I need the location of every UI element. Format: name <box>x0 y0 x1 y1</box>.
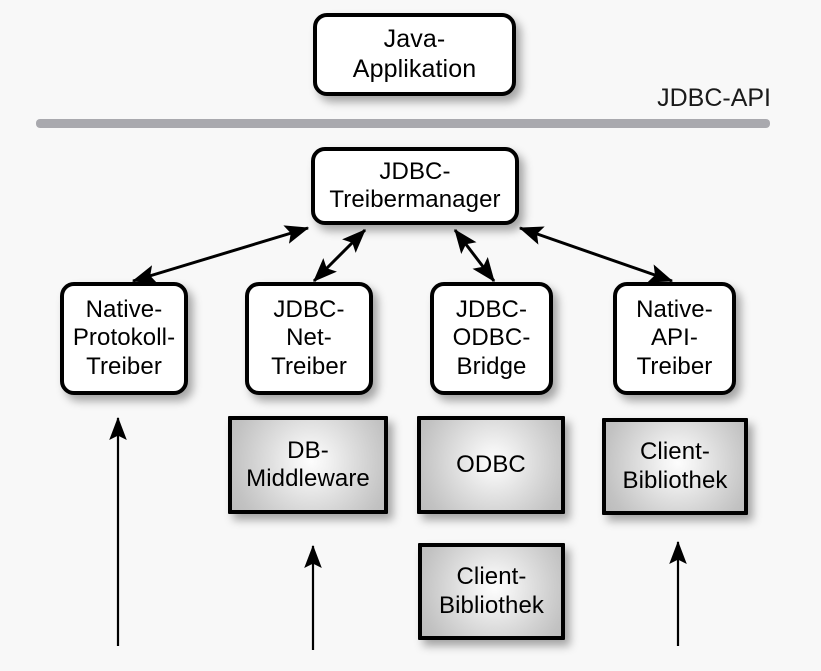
node-native-protocol-driver[interactable]: Native- Protokoll- Treiber <box>60 282 188 395</box>
arrow-manager-native-protocol <box>131 225 310 284</box>
jdbc-api-bar <box>36 119 770 128</box>
node-jdbc-net-driver[interactable]: JDBC- Net- Treiber <box>245 282 373 395</box>
node-java-application[interactable]: Java- Applikation <box>313 13 516 96</box>
node-native-api-driver[interactable]: Native- API- Treiber <box>613 282 736 395</box>
node-jdbc-driver-manager[interactable]: JDBC- Treibermanager <box>311 147 519 225</box>
jdbc-api-label: JDBC-API <box>657 84 771 112</box>
arrow-manager-native-api <box>518 226 674 283</box>
node-client-library-odbc[interactable]: Client- Bibliothek <box>418 543 565 640</box>
node-db-middleware[interactable]: DB- Middleware <box>228 416 388 514</box>
arrow-manager-jdbc-net <box>312 228 367 283</box>
node-client-library-native-api[interactable]: Client- Bibliothek <box>602 418 748 515</box>
arrow-manager-jdbc-odbc-bridge <box>453 229 496 282</box>
node-jdbc-odbc-bridge[interactable]: JDBC- ODBC- Bridge <box>430 282 553 395</box>
node-odbc[interactable]: ODBC <box>417 416 565 514</box>
